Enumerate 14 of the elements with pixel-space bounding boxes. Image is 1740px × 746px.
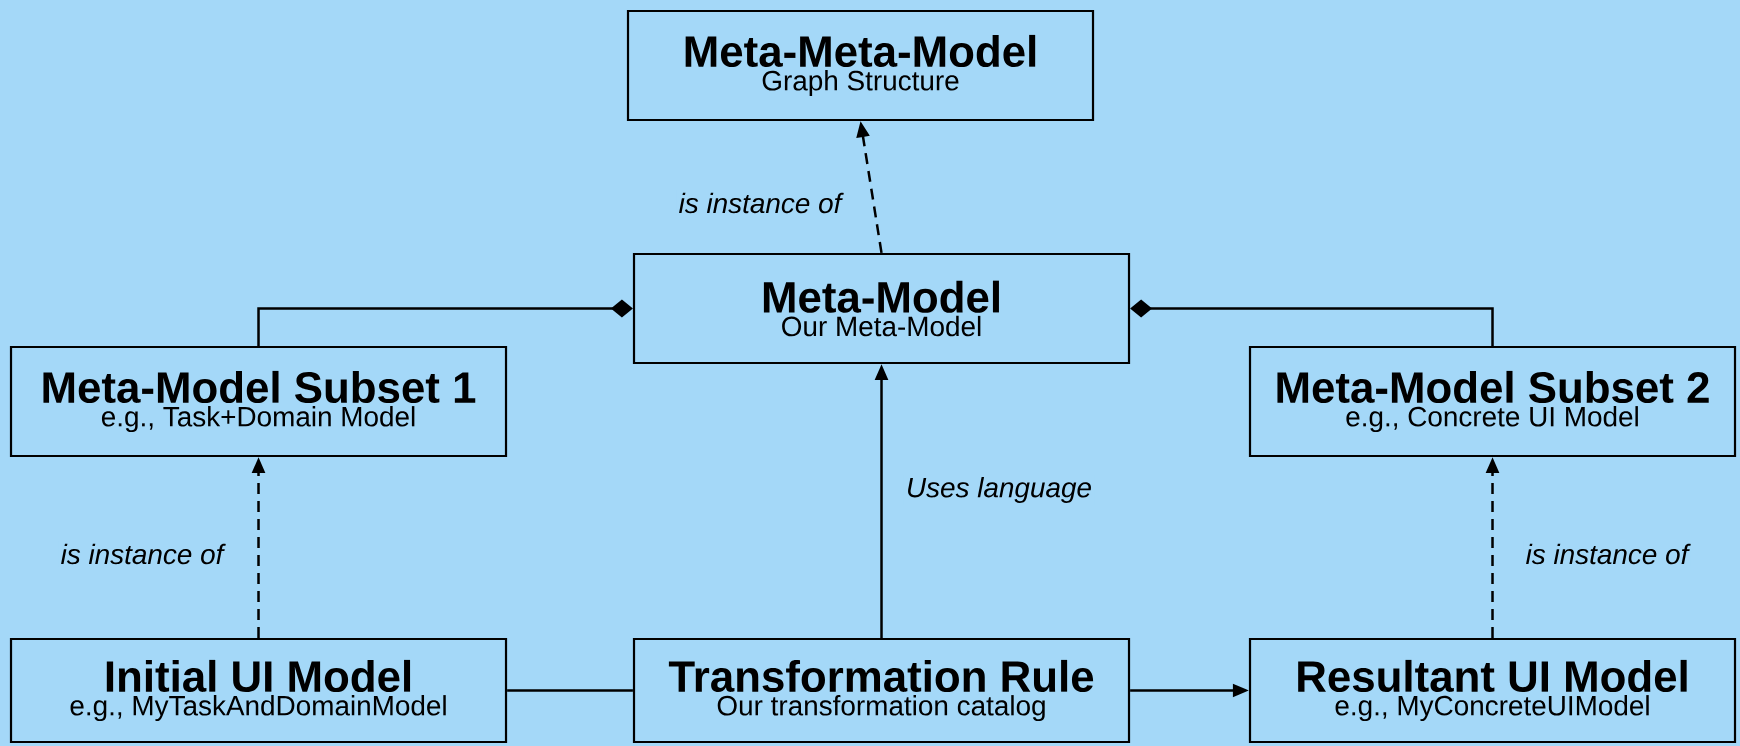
edge-label: is instance of [676,190,844,216]
model-box: Meta-Meta-Model Graph Structure [626,9,1095,122]
model-box: Meta-Model Subset 1 e.g., Task+Domain Model [9,345,508,458]
edge-label: Uses language [903,475,1095,505]
model-box: Meta-Model Subset 2 e.g., Concrete UI Model [1248,345,1737,458]
model-box: Resultant UI Model e.g., MyConcreteUIModel [1248,637,1737,744]
composition-line [257,299,633,346]
connector-line [507,689,633,692]
model-box: Meta-Model Our Meta-Model [632,252,1131,365]
composition-line [1130,299,1494,346]
model-box: Initial UI Model e.g., MyTaskAndDomainModel [9,637,508,744]
edge-label: is instance of [1523,541,1691,567]
edge-label: is instance of [58,541,226,567]
model-box: Transformation Rule Our transformation catalog [632,637,1131,744]
